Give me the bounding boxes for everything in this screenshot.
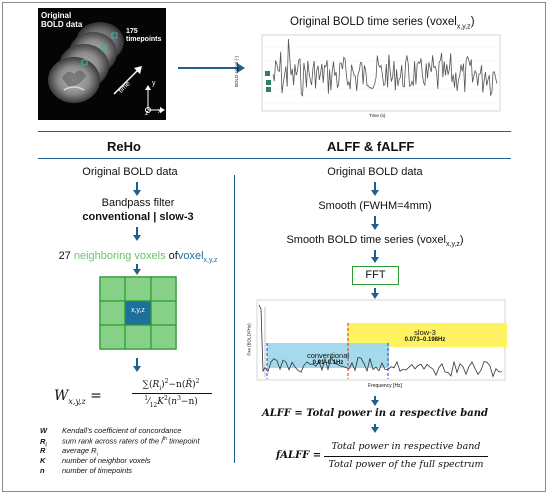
brain-slices: [48, 22, 124, 103]
section-divider-top: [38, 131, 511, 132]
ts-xlabel: Time (s): [369, 113, 386, 118]
timepoints-label: 175 timepoints: [126, 28, 162, 43]
axis-y-label: y: [152, 80, 156, 87]
alff-equation: ALFF = Total power in a respective band: [261, 408, 489, 419]
conventional-label: conventional: [306, 351, 350, 360]
timeseries-svg: [261, 34, 501, 112]
voxel-center-label: x,y,z: [131, 307, 145, 314]
brain-label: Original BOLD data: [41, 11, 83, 29]
alff-header: ALFF & fALFF: [327, 139, 415, 154]
conventional-range: 0.01–0.1Hz: [312, 360, 344, 366]
alff-step-smooth-series: Smooth BOLD time series (voxelx,y,z): [286, 234, 464, 249]
reho-neighbors: 27 neighboring voxels ofvoxelx,y,z: [58, 250, 218, 265]
axis-x-label: x: [158, 108, 162, 115]
slow3-label: slow-3: [414, 328, 436, 337]
kendall-formula: Wx,y,z = ∑(Ri)2−n(R̄)2 1⁄12K2(n3−n): [54, 376, 230, 420]
voxel-grid: x,y,z: [97, 274, 179, 352]
timeseries-plot: BOLD signal (-) Time (s): [234, 33, 505, 123]
spectrum-ylabel: Pxx (BOLD²/Hz): [246, 323, 252, 356]
reho-step-original: Original BOLD data: [82, 166, 178, 178]
timeseries-title: Original BOLD time series (voxelx,y,z): [290, 16, 475, 31]
section-divider-bottom: [38, 158, 511, 159]
time-arrow: [113, 66, 142, 95]
alff-step-original: Original BOLD data: [327, 166, 423, 178]
slow3-range: 0.073–0.198Hz: [404, 337, 446, 343]
reho-header: ReHo: [107, 139, 141, 154]
falff-equation: fALFF = Total power in respective band T…: [262, 438, 502, 478]
axis-icon: [145, 85, 165, 113]
reho-step-bands: conventional | slow-3: [82, 211, 194, 223]
column-divider: [234, 175, 235, 463]
ts-ylabel: BOLD signal (-): [234, 55, 240, 88]
spectrum-svg: [256, 299, 515, 381]
spectrum-xlabel: Frequency [Hz]: [368, 383, 402, 389]
arrow-to-timeseries: [178, 63, 245, 73]
voxel-grid-svg: [99, 276, 177, 350]
fft-box: FFT: [352, 266, 399, 285]
spectrum-plot: slow-3 0.073–0.198Hz conventional 0.01–0…: [245, 299, 515, 391]
axis-z-label: z: [145, 110, 149, 117]
brain-image: Original BOLD data 175 timepoints time y…: [38, 8, 166, 120]
alff-step-smooth: Smooth (FWHM=4mm): [318, 200, 432, 212]
reho-step-bandpass: Bandpass filter: [101, 197, 175, 209]
figure-frame: [2, 2, 546, 492]
